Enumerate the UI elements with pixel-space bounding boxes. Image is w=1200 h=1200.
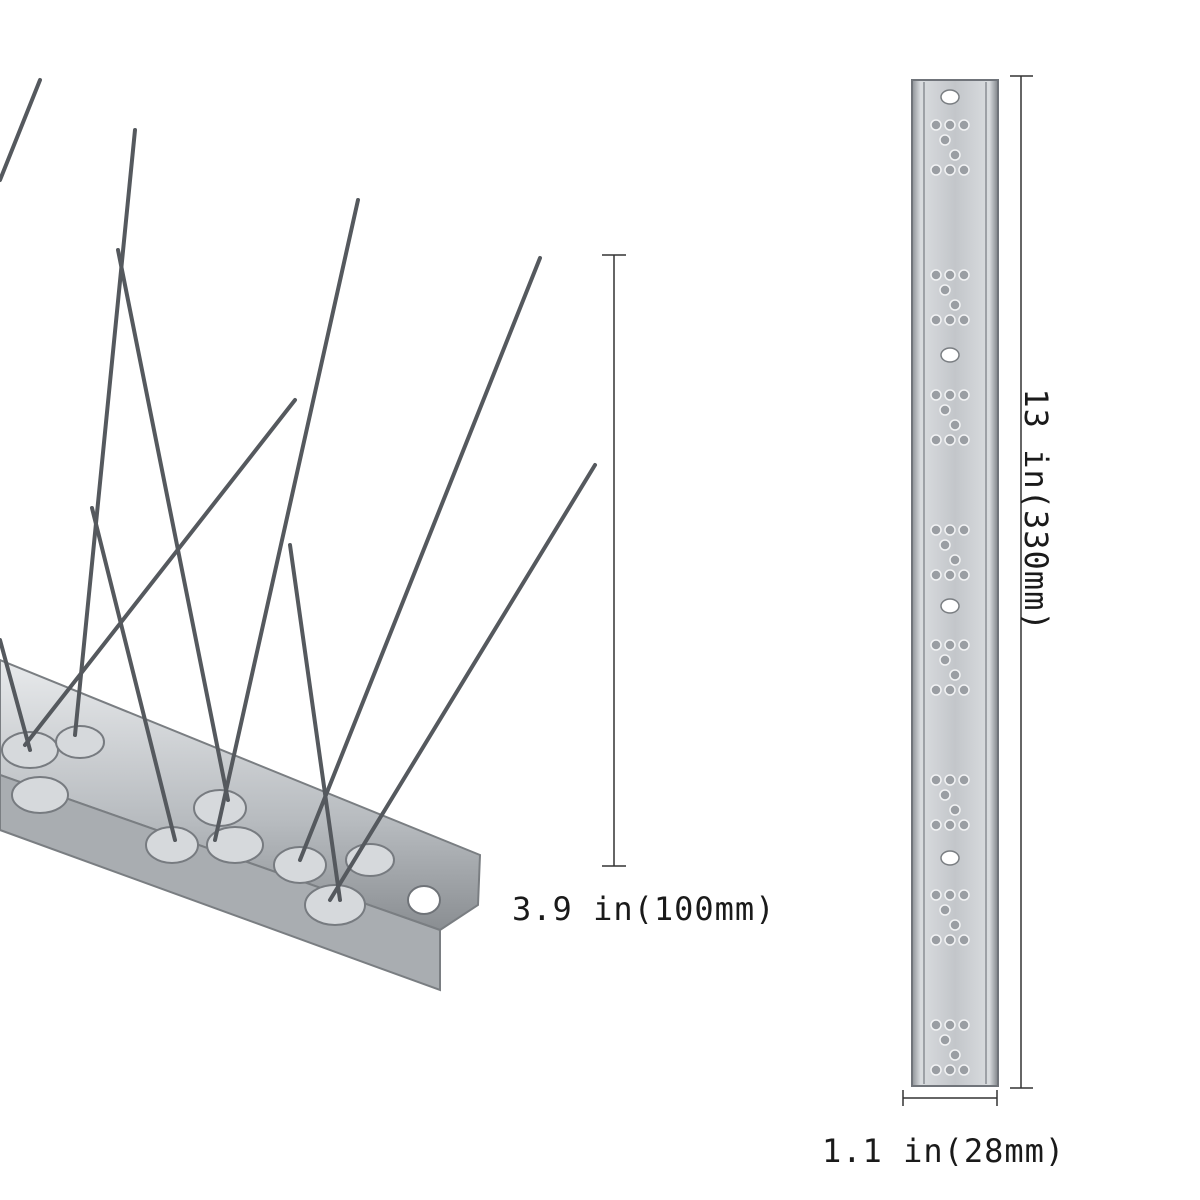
dimple (944, 1064, 956, 1076)
dimple (958, 569, 970, 581)
dimple (958, 819, 970, 831)
strip-length-label: 13 in(330mm) (1017, 388, 1055, 632)
dimple (930, 164, 942, 176)
dimple (944, 269, 956, 281)
dimple (930, 569, 942, 581)
dimple (958, 119, 970, 131)
dimple (958, 434, 970, 446)
dimple (944, 164, 956, 176)
dimple (930, 524, 942, 536)
dimple (944, 569, 956, 581)
dimple (939, 134, 951, 146)
dimple (944, 819, 956, 831)
dimple (939, 539, 951, 551)
strip-width-label: 1.1 in(28mm) (822, 1132, 1066, 1170)
dimple (930, 889, 942, 901)
dimple (944, 889, 956, 901)
dimple (958, 639, 970, 651)
dimple (958, 774, 970, 786)
dimple (944, 684, 956, 696)
dimple (958, 524, 970, 536)
dimple (939, 654, 951, 666)
dimple (944, 1019, 956, 1031)
dimple (949, 299, 961, 311)
dimple (944, 434, 956, 446)
dimple (958, 269, 970, 281)
dimple (930, 774, 942, 786)
dimple (930, 269, 942, 281)
dimple (958, 389, 970, 401)
dimple (944, 119, 956, 131)
width-dimension-line (902, 1090, 998, 1106)
spike-height-label: 3.9 in(100mm) (512, 890, 776, 928)
dimple (944, 774, 956, 786)
dimple (949, 804, 961, 816)
dimple (930, 819, 942, 831)
dimple (949, 919, 961, 931)
dimple (930, 1019, 942, 1031)
dimple (958, 684, 970, 696)
dimple (939, 904, 951, 916)
length-dimension-line (1010, 75, 1033, 1089)
spike-strip-perspective (0, 78, 597, 992)
dimple (949, 419, 961, 431)
dimple (944, 524, 956, 536)
dimple (939, 1034, 951, 1046)
dimple (958, 889, 970, 901)
dimple (958, 1019, 970, 1031)
dimple (944, 389, 956, 401)
dimple (949, 1049, 961, 1061)
dimple (949, 554, 961, 566)
dimple (958, 934, 970, 946)
dimple (949, 149, 961, 161)
dimple (939, 789, 951, 801)
dimple (949, 669, 961, 681)
dimple (958, 164, 970, 176)
dimple (944, 934, 956, 946)
height-dimension-line (602, 254, 626, 867)
dimple (958, 314, 970, 326)
dimple (930, 934, 942, 946)
dimple (939, 404, 951, 416)
dimple (930, 639, 942, 651)
dimple (930, 1064, 942, 1076)
dimple (930, 119, 942, 131)
dimple (958, 1064, 970, 1076)
dimple (930, 434, 942, 446)
spike-strip-top-view (911, 79, 999, 1087)
dimple (944, 639, 956, 651)
dimple (939, 284, 951, 296)
dimple (930, 684, 942, 696)
dimple (944, 314, 956, 326)
dimple (930, 314, 942, 326)
dimple (930, 389, 942, 401)
